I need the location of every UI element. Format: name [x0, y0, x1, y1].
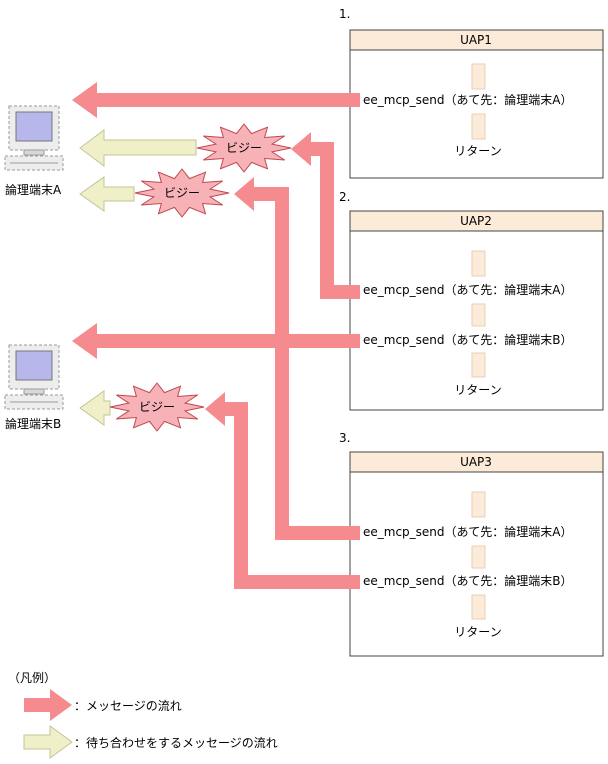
uap1-box — [349, 29, 604, 179]
legend-message-flow: ：メッセージの流れ — [74, 699, 182, 713]
uap2-header — [349, 210, 604, 232]
uap2-process-bar — [471, 352, 486, 378]
uap2-group: 2. UAP2 ee_mcp_send（あて先：論理端末A） ee_mcp_se… — [339, 190, 604, 411]
uap3-process-bar — [471, 545, 486, 569]
uap1-return: リターン — [454, 144, 501, 158]
busy-label: ビジー — [164, 186, 200, 200]
message-arrow-uap3-busy-b — [205, 392, 360, 589]
step-2-number: 2. — [339, 190, 350, 204]
uap3-process-bar — [471, 594, 486, 620]
busy-burst-3: ビジー — [109, 382, 205, 432]
busy-burst-shape — [196, 123, 292, 173]
message-arrow-uap1-to-terminal-a — [72, 82, 360, 118]
step-1-number: 1. — [339, 7, 350, 21]
computer-icon — [4, 344, 64, 410]
busy-burst-2: ビジー — [134, 168, 230, 218]
busy-burst-1: ビジー — [196, 123, 292, 173]
uap2-send-b: ee_mcp_send（あて先：論理端末B） — [363, 332, 573, 347]
message-arrow-uap2-to-terminal-b — [72, 323, 360, 359]
uap2-process-bar — [471, 250, 486, 277]
uap2-send-a: ee_mcp_send（あて先：論理端末A） — [363, 282, 573, 297]
legend-waiting-arrow — [23, 725, 73, 759]
uap1-send-a: ee_mcp_send（あて先：論理端末A） — [363, 92, 573, 107]
uap3-group: 3. UAP3 ee_mcp_send（あて先：論理端末A） ee_mcp_se… — [339, 431, 604, 657]
uap3-return: リターン — [454, 625, 501, 639]
uap1-header — [349, 29, 604, 51]
terminal-b-label: 論理端末B — [5, 416, 61, 431]
uap3-send-a: ee_mcp_send（あて先：論理端末A） — [363, 524, 573, 539]
uap1-title: UAP1 — [460, 33, 492, 47]
legend-waiting-flow: ：待ち合わせをするメッセージの流れ — [74, 735, 278, 750]
legend-message-arrow — [24, 689, 72, 721]
waiting-arrow-terminal-a-2 — [79, 176, 135, 212]
uap3-send-b: ee_mcp_send（あて先：論理端末B） — [363, 573, 573, 588]
terminal-a-label: 論理端末A — [5, 182, 62, 197]
uap2-process-bar — [471, 303, 486, 327]
busy-burst-shape — [134, 168, 230, 218]
uap2-title: UAP2 — [460, 214, 492, 228]
busy-label: ビジー — [226, 141, 262, 155]
waiting-arrow-terminal-a-1 — [79, 129, 197, 167]
legend: （凡例） ：メッセージの流れ ：待ち合わせをするメッセージの流れ — [8, 671, 278, 759]
message-arrow-uap2-busy-a — [291, 132, 360, 299]
uap1-process-bar — [471, 113, 486, 140]
busy-burst-shape — [109, 382, 205, 432]
legend-title: （凡例） — [8, 671, 56, 685]
step-3-number: 3. — [339, 431, 350, 445]
uap2-return: リターン — [454, 383, 501, 397]
uap3-header — [349, 451, 604, 473]
computer-icon — [4, 105, 64, 171]
uap3-title: UAP3 — [460, 455, 492, 469]
message-arrow-uap3-busy-a — [234, 177, 360, 540]
busy-label: ビジー — [139, 400, 175, 414]
uap1-process-bar — [471, 63, 486, 90]
uap1-group: 1. UAP1 ee_mcp_send（あて先：論理端末A） リターン — [339, 7, 604, 179]
waiting-arrow-terminal-b — [79, 390, 111, 426]
uap3-process-bar — [471, 491, 486, 518]
